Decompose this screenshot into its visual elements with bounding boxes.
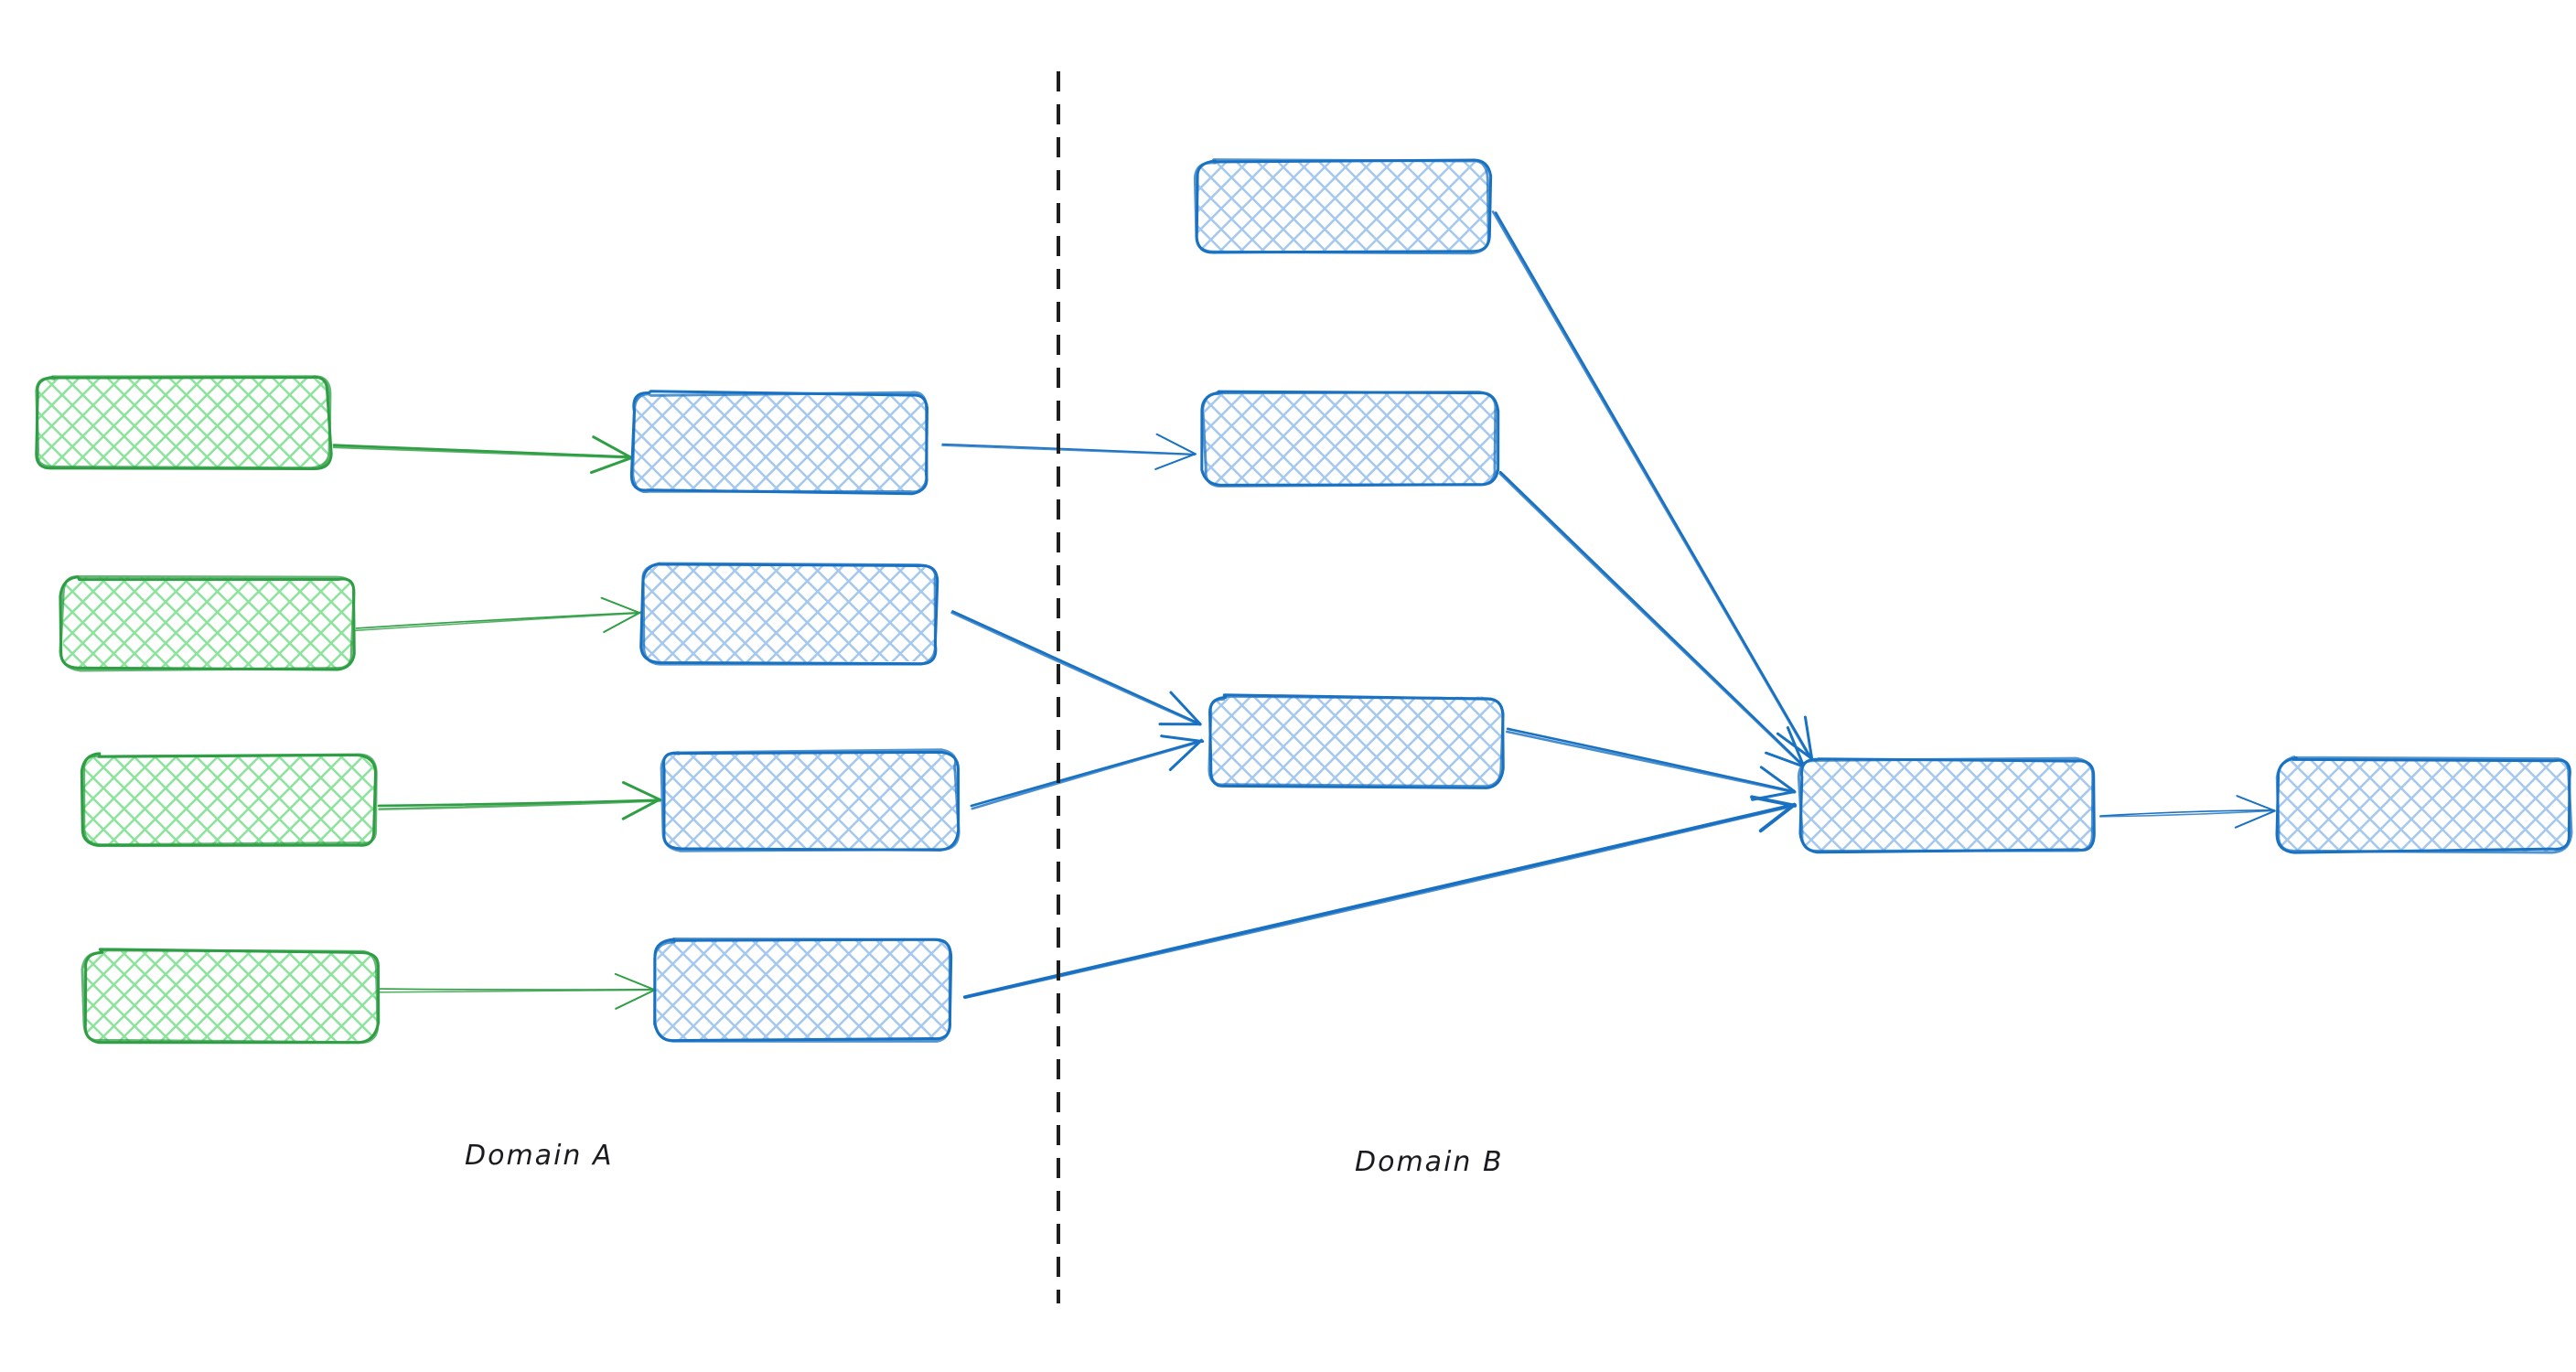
- node-domain-b-stage-b3[interactable]: [1208, 693, 1505, 789]
- edge-layer: [332, 210, 2276, 1010]
- edge-a1-to-m1: [332, 435, 633, 475]
- edge-m2-to-b3: [950, 610, 1202, 726]
- edge-a2-to-m2: [355, 596, 642, 633]
- node-layer: [35, 158, 2573, 1045]
- node-domain-b-stage-b2[interactable]: [1200, 390, 1500, 488]
- node-domain-b-output-b5[interactable]: [2275, 756, 2573, 854]
- edge-m4-to-b4: [962, 795, 1798, 999]
- node-domain-b-stage-b1[interactable]: [1193, 158, 1493, 255]
- node-domain-b-merge-b4[interactable]: [1797, 756, 2096, 854]
- edge-b2-to-b4: [1498, 470, 1806, 769]
- node-domain-a-source-a3[interactable]: [80, 752, 378, 847]
- edge-m1-to-b2: [941, 433, 1197, 470]
- edge-b1-to-b4: [1491, 210, 1814, 762]
- edge-m3-to-b3: [970, 734, 1205, 810]
- node-domain-a-process-m4[interactable]: [653, 938, 953, 1043]
- edge-b4-to-b5: [2099, 795, 2276, 829]
- node-domain-a-process-m2[interactable]: [639, 562, 939, 666]
- edge-a3-to-m3: [377, 781, 662, 820]
- node-domain-a-process-m1[interactable]: [629, 390, 929, 496]
- domain-b-label: Domain B: [1355, 1146, 1504, 1178]
- edge-b3-to-b4: [1505, 727, 1797, 801]
- node-domain-a-source-a2[interactable]: [59, 574, 356, 672]
- node-domain-a-source-a4[interactable]: [80, 948, 381, 1045]
- domain-a-label: Domain A: [465, 1140, 614, 1172]
- node-domain-a-process-m3[interactable]: [660, 748, 961, 852]
- node-domain-a-source-a1[interactable]: [35, 375, 333, 470]
- edge-a4-to-m4: [379, 972, 657, 1010]
